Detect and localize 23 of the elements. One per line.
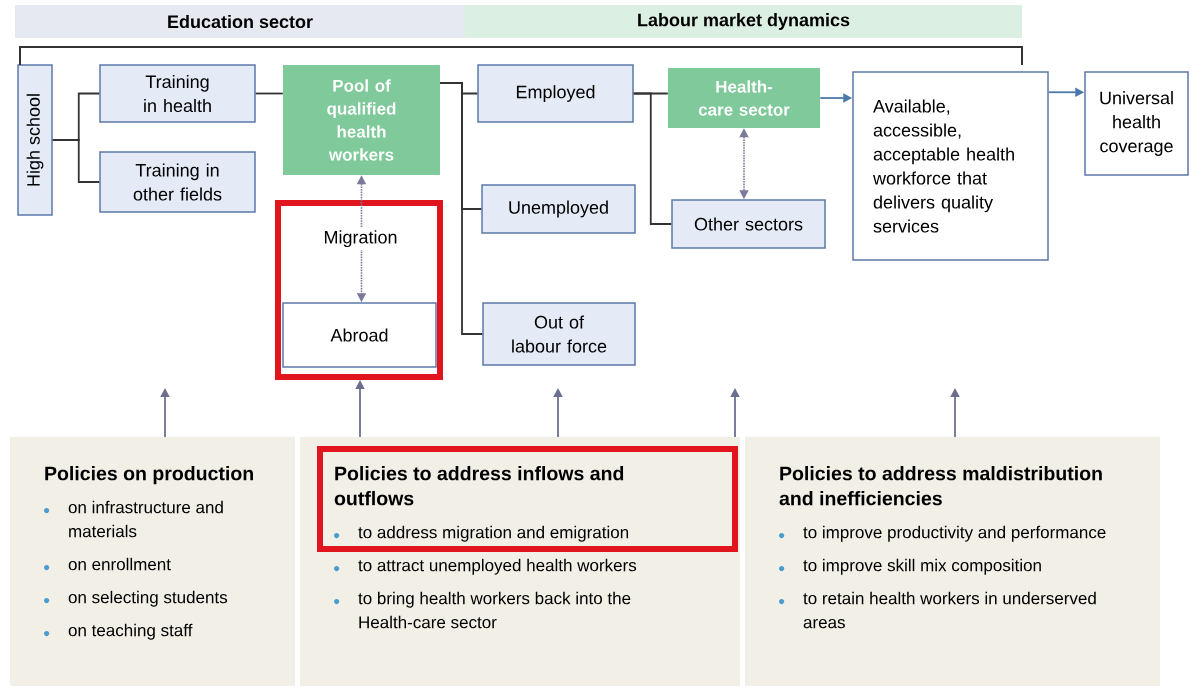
policy-panel: Policies to address maldistribution and inefficiencies to improve productivity and performance to improve skill mix composition to retain health workers in underserved areas bbox=[745, 437, 1160, 686]
policy-panel: Policies to address inflows and outflows to address migration and emigration to attract unemployed health workers to bring health workers back into the Health-care sector bbox=[300, 437, 740, 686]
section-band: Education sector bbox=[15, 5, 465, 38]
connector-line bbox=[51, 139, 101, 183]
outcome-box: Universal health coverage bbox=[1084, 71, 1189, 176]
highlight-frame bbox=[275, 200, 443, 380]
process-box: Employed bbox=[477, 64, 634, 123]
process-box: Other sectors bbox=[671, 199, 826, 249]
process-box: Out of labour force bbox=[482, 302, 636, 366]
outcome-box: Available, accessible, acceptable health workforce that delivers quality services bbox=[852, 71, 1049, 261]
section-band: Labour market dynamics bbox=[465, 5, 1022, 38]
process-box: High school bbox=[17, 64, 53, 216]
process-box: Abroad bbox=[282, 302, 437, 368]
process-box: Training in health bbox=[99, 64, 256, 123]
policy-panel: Policies on production on infrastructure and materials on enrollment on selecting students on teaching staff bbox=[10, 437, 295, 686]
pool-box: Pool of qualified health workers bbox=[283, 65, 440, 175]
connector-line bbox=[254, 92, 284, 95]
process-box: Unemployed bbox=[481, 184, 636, 234]
sector-box: Health-care sector bbox=[668, 68, 820, 128]
edge-label: Migration bbox=[320, 227, 401, 251]
connector-line bbox=[439, 81, 484, 335]
connector-line bbox=[632, 92, 673, 225]
process-box: Training in other fields bbox=[99, 151, 256, 213]
